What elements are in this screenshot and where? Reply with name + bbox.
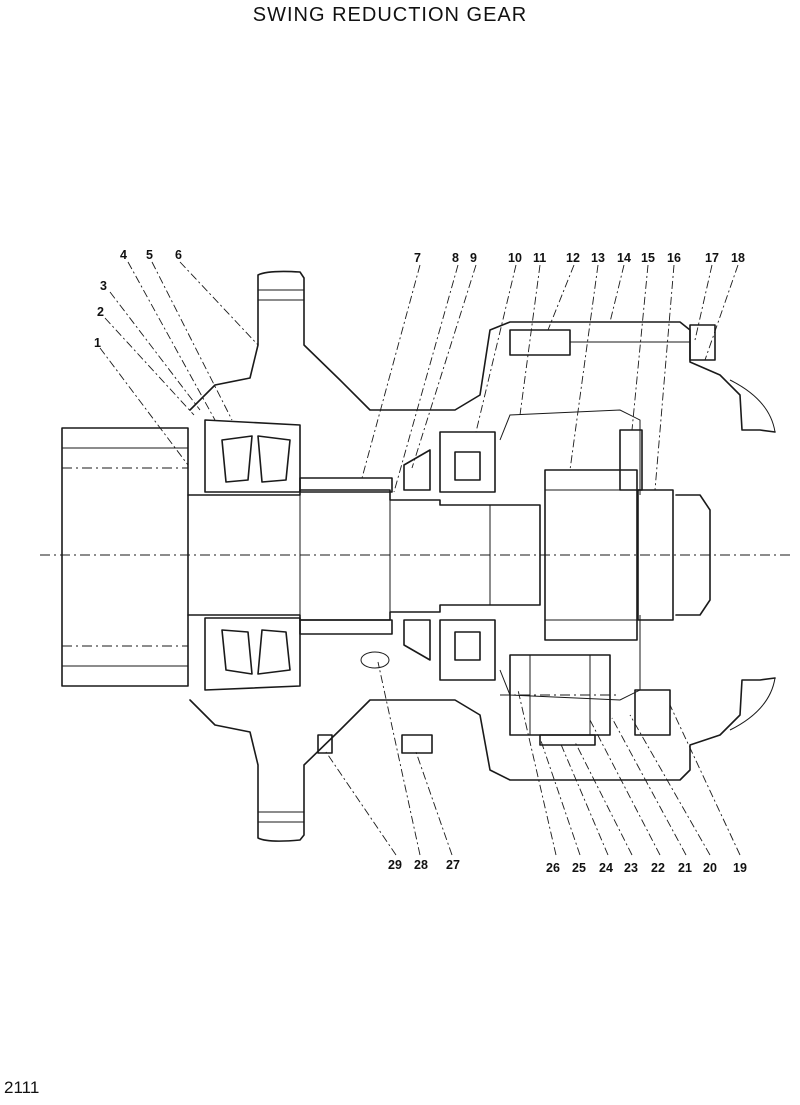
planet-gear bbox=[500, 654, 671, 746]
roller-bearing-upper bbox=[204, 419, 301, 493]
callout-12: 12 bbox=[566, 251, 580, 265]
callout-2: 2 bbox=[97, 305, 104, 319]
diagram-title: SWING REDUCTION GEAR bbox=[252, 4, 528, 26]
spacer-collar bbox=[299, 449, 431, 661]
callout-19: 19 bbox=[733, 861, 747, 875]
callout-4: 4 bbox=[120, 248, 127, 262]
callout-29: 29 bbox=[388, 858, 402, 872]
callout-10: 10 bbox=[508, 251, 522, 265]
callout-16: 16 bbox=[667, 251, 681, 265]
callout-18: 18 bbox=[731, 251, 745, 265]
callout-28: 28 bbox=[414, 858, 428, 872]
callout-26: 26 bbox=[546, 861, 560, 875]
callout-21: 21 bbox=[678, 861, 692, 875]
callout-15: 15 bbox=[641, 251, 655, 265]
callouts-top: 1 2 3 4 5 6 7 8 9 10 11 12 13 14 15 16 1… bbox=[94, 248, 745, 350]
callout-20: 20 bbox=[703, 861, 717, 875]
callout-14: 14 bbox=[617, 251, 631, 265]
output-pinion bbox=[61, 427, 189, 687]
drain-plug bbox=[317, 651, 433, 754]
callout-9: 9 bbox=[470, 251, 477, 265]
leader-lines-bottom bbox=[325, 661, 741, 856]
oil-seal bbox=[439, 431, 496, 681]
ring-gear-bolt bbox=[509, 324, 716, 491]
housing bbox=[189, 270, 776, 842]
callout-7: 7 bbox=[414, 251, 421, 265]
leader-lines-top bbox=[99, 261, 739, 493]
callout-23: 23 bbox=[624, 861, 638, 875]
callout-13: 13 bbox=[591, 251, 605, 265]
motor-flange bbox=[675, 379, 776, 731]
callouts-bottom: 29 28 27 26 25 24 23 22 21 20 19 bbox=[388, 858, 747, 875]
page-number: 2111 bbox=[4, 1078, 40, 1097]
callout-17: 17 bbox=[705, 251, 719, 265]
callout-11: 11 bbox=[533, 251, 546, 265]
callout-3: 3 bbox=[100, 279, 107, 293]
callout-8: 8 bbox=[452, 251, 459, 265]
callout-6: 6 bbox=[175, 248, 182, 262]
callout-5: 5 bbox=[146, 248, 153, 262]
callout-25: 25 bbox=[572, 861, 586, 875]
callout-22: 22 bbox=[651, 861, 665, 875]
callout-24: 24 bbox=[599, 861, 613, 875]
callout-1: 1 bbox=[94, 336, 101, 350]
roller-bearing-lower bbox=[204, 617, 301, 691]
callout-27: 27 bbox=[446, 858, 460, 872]
